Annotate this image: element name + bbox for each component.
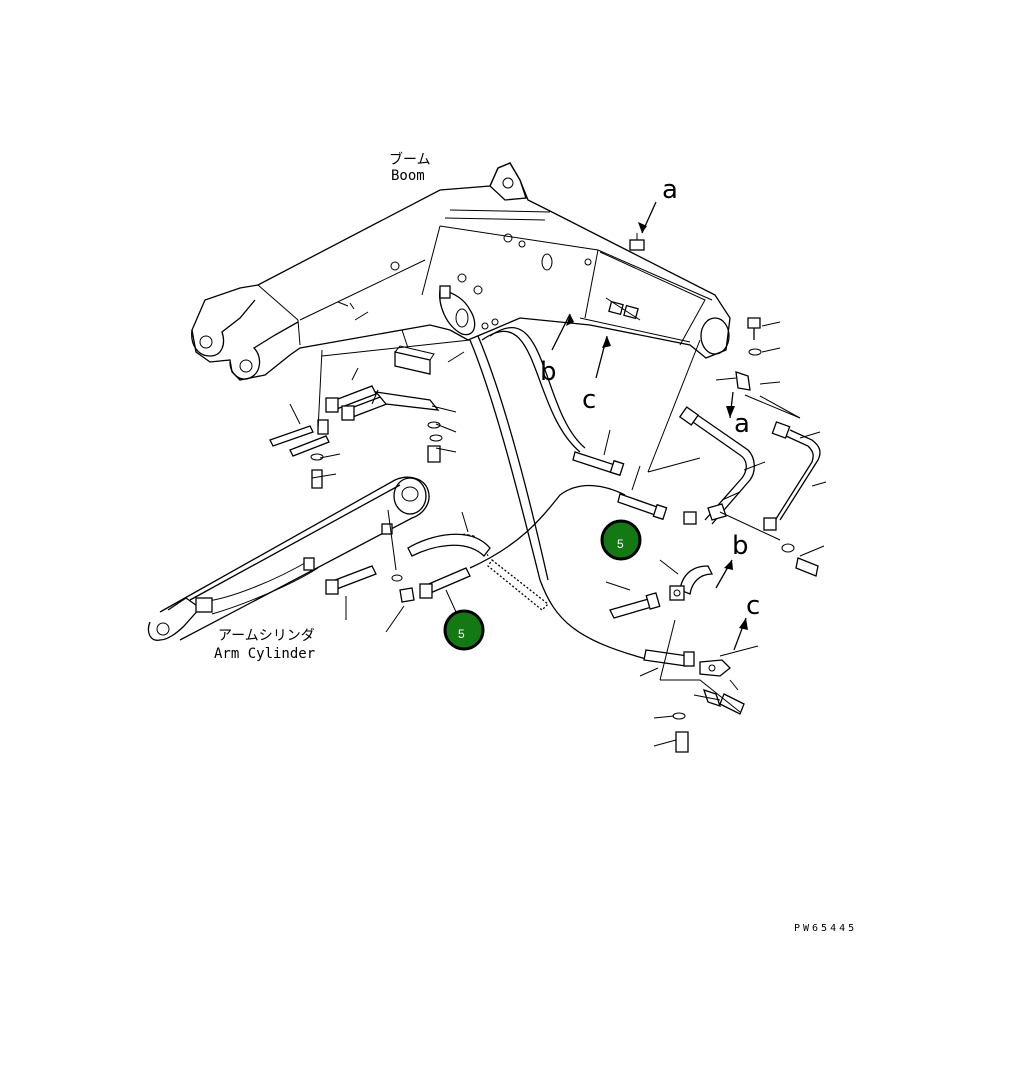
hoses bbox=[407, 327, 731, 677]
boom-label-jp: ブーム bbox=[389, 151, 431, 168]
drawing-code: PW65445 bbox=[794, 923, 857, 934]
view-label-b-right: b bbox=[732, 531, 749, 561]
callout-number: 5 bbox=[617, 537, 624, 551]
arm-cylinder-label-jp: アームシリンダ bbox=[218, 628, 315, 644]
arm-cylinder bbox=[147, 476, 471, 641]
boom bbox=[191, 162, 731, 381]
view-label-a-side: a bbox=[734, 409, 750, 439]
left-hardware bbox=[269, 345, 443, 489]
callout-5-lower[interactable]: 5 bbox=[443, 609, 485, 651]
bottom-hardware bbox=[672, 679, 745, 753]
boom-label-en: Boom bbox=[391, 168, 425, 184]
view-label-c-left: c bbox=[582, 385, 596, 415]
view-label-c-right: c bbox=[746, 591, 760, 621]
callout-number: 5 bbox=[458, 627, 465, 641]
arm-cylinder-label-en: Arm Cylinder bbox=[214, 646, 315, 662]
steel-pipes bbox=[678, 317, 821, 577]
labels: ブーム Boom アームシリンダ Arm Cylinder a a b b c … bbox=[214, 151, 857, 934]
view-arrows bbox=[551, 201, 748, 651]
callout-circle bbox=[600, 519, 642, 561]
callout-circle bbox=[443, 609, 485, 651]
callout-5-upper[interactable]: 5 bbox=[600, 519, 642, 561]
leader-lines bbox=[289, 317, 827, 747]
view-label-a-top: a bbox=[662, 175, 678, 205]
view-label-b-left: b bbox=[540, 357, 557, 387]
